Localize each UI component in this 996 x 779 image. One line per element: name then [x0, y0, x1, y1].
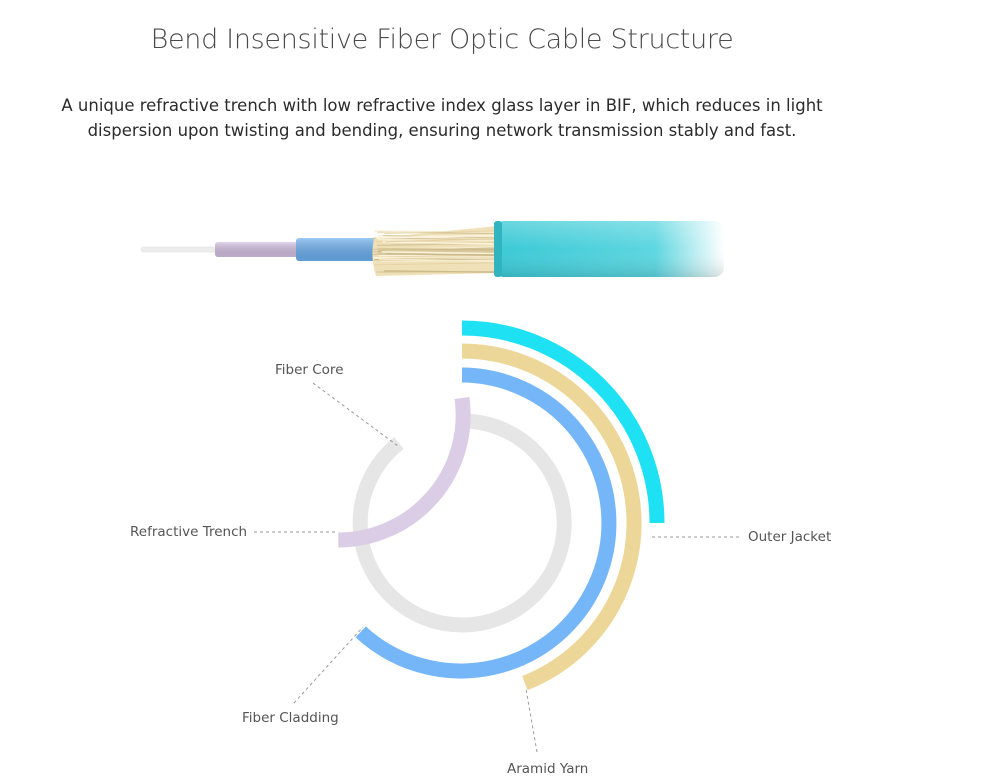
- description-line-1: A unique refractive trench with low refr…: [61, 96, 823, 115]
- yarn-fiber: [378, 258, 499, 263]
- yarn-fiber: [373, 248, 499, 253]
- yarn-fiber: [384, 230, 499, 234]
- yarn-fiber: [373, 256, 499, 258]
- yarn-fiber: [385, 238, 499, 243]
- label-refractive-trench: Refractive Trench: [130, 524, 247, 540]
- leader-aramid-yarn: [525, 688, 538, 753]
- yarn-fiber: [383, 270, 499, 273]
- yarn-fiber: [382, 241, 499, 245]
- ring-refractive-trench: [338, 396, 471, 548]
- yarn-fiber: [376, 234, 499, 239]
- ring-fiber-cladding: [355, 367, 617, 679]
- cable-fiber-core: [140, 246, 222, 253]
- cable-illustration: [140, 221, 724, 277]
- ring-outer-jacket: [461, 320, 665, 524]
- label-fiber-core: Fiber Core: [275, 362, 344, 378]
- yarn-fiber: [381, 251, 499, 255]
- description-line-2: dispersion upon twisting and bending, en…: [87, 121, 797, 140]
- layer-rings: [338, 320, 665, 691]
- ring-aramid-yarn: [461, 343, 642, 691]
- description: A unique refractive trench with low refr…: [40, 93, 844, 143]
- yarn-fiber: [373, 262, 499, 266]
- yarn-fiber: [384, 256, 499, 260]
- ring-fiber-core: [352, 413, 572, 633]
- yarn-fiber: [385, 253, 499, 256]
- leader-fiber-core: [312, 382, 399, 447]
- leader-lines: [254, 382, 740, 753]
- leader-fiber-cladding: [293, 626, 364, 704]
- page-title: Bend Insensitive Fiber Optic Cable Struc…: [150, 24, 734, 55]
- label-outer-jacket: Outer Jacket: [748, 529, 831, 545]
- label-aramid-yarn: Aramid Yarn: [507, 761, 588, 777]
- cable-aramid-yarn: [372, 226, 499, 276]
- label-fiber-cladding: Fiber Cladding: [242, 710, 339, 726]
